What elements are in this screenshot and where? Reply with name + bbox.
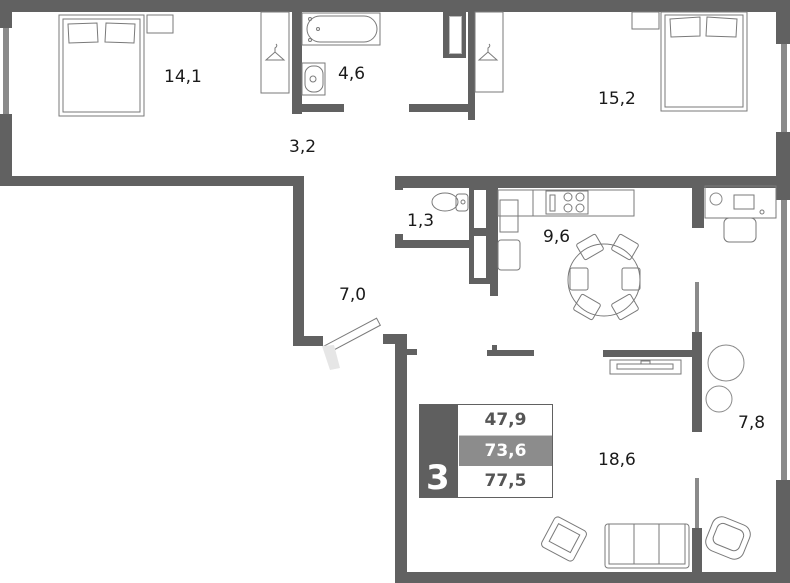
desk-icon [704,185,777,243]
bathtub-icon [301,12,381,46]
shaft-2-inner-a [474,190,486,228]
tv-stand-icon [609,359,682,375]
living-area-value: 47,9 [459,405,552,436]
wall-top [0,0,790,12]
wall-toilet-left-top [395,176,403,190]
bed-icon [660,11,748,112]
nightstand-icon [631,11,660,30]
wardrobe-icon [260,11,290,94]
wall-bottom [395,572,790,583]
wall-living-mid [487,350,534,356]
wall-partition-bottom [692,528,702,583]
window-partition-top [695,282,699,334]
wall-living-mid-stub [492,345,497,353]
kitchen-counter-icon [497,189,635,271]
window-partition-bottom [695,478,699,528]
armchair-icon [541,516,587,562]
plant-icon [705,192,745,413]
rooms-count-badge: 3 [420,405,458,497]
total-area-value: 73,6 [459,436,552,466]
wall-left-lower [0,114,12,186]
wall-kitchen-left [490,184,498,296]
wall-bath-right [468,10,475,120]
wall-bath-left [292,10,302,114]
wall-living-stub [405,349,417,355]
wall-right-bottom [776,480,790,583]
wall-partition [692,332,702,432]
wall-tv [603,350,697,357]
wall-hall-bottom [293,336,323,346]
rooms-count: 3 [426,458,450,498]
room-area-living-room: 18,6 [598,450,636,470]
room-area-kitchen: 9,6 [543,227,571,247]
window-left [3,28,9,114]
area-summary-box: 3 47,9 73,6 77,5 [419,404,553,498]
wall-study-left [692,176,704,228]
wall-living-left [395,334,407,583]
wall-hall-left [293,176,304,346]
wardrobe-icon [474,11,504,93]
door-swing-shadow [322,345,340,370]
sink-icon [301,62,326,96]
stove-icon [545,190,589,215]
window-right-balcony [781,192,787,482]
armchair-icon [705,516,751,560]
wall-bath-bottom-right [409,104,471,112]
wall-north-block-bottom [0,176,304,186]
dining-table-icon [567,233,641,321]
wall-right-top [776,0,790,44]
wall-door-right [383,334,405,344]
window-right-bedroom [781,44,787,132]
room-area-corridor: 3,2 [289,137,317,157]
sofa-icon [604,523,690,569]
room-area-bathroom: 4,6 [338,64,366,84]
nightstand-icon [146,14,174,34]
shaft-1-inner [449,16,462,54]
wall-bath-bottom-left [292,104,344,112]
room-area-hallway: 7,0 [339,285,367,305]
total-area-with-balcony-value: 77,5 [484,471,527,491]
bed-icon [58,14,145,117]
toilet-icon [431,192,469,212]
wall-toilet-bottom [395,240,475,248]
wall-left-upper [0,0,12,28]
room-area-bedroom-2: 15,2 [598,89,636,109]
wall-right-inner [776,176,790,200]
room-area-balcony: 7,8 [738,413,766,433]
room-area-bedroom-1: 14,1 [164,67,202,87]
shaft-2-inner-b [474,236,486,278]
room-area-toilet: 1,3 [407,211,435,231]
